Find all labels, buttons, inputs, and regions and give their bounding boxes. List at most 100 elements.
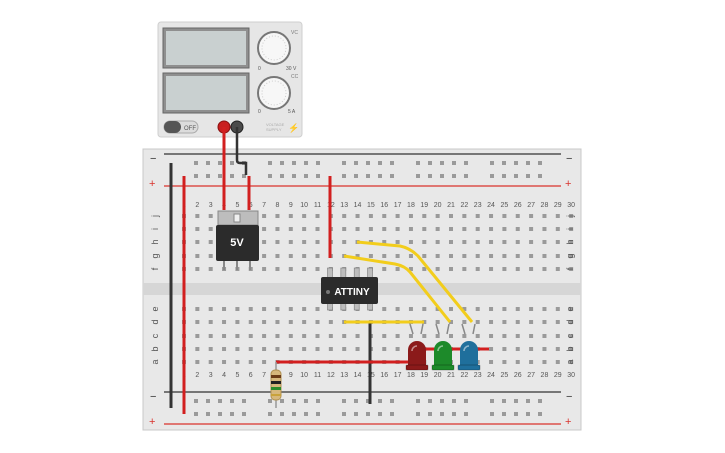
breadboard-hole[interactable]	[288, 267, 293, 271]
rail-hole[interactable]	[292, 174, 296, 178]
breadboard-hole[interactable]	[475, 267, 480, 271]
rail-hole[interactable]	[490, 399, 494, 403]
breadboard-hole[interactable]	[515, 214, 520, 218]
breadboard-hole[interactable]	[435, 307, 440, 311]
breadboard-hole[interactable]	[542, 360, 547, 364]
breadboard-hole[interactable]	[502, 254, 507, 258]
breadboard-hole[interactable]	[542, 214, 547, 218]
breadboard-hole[interactable]	[529, 214, 534, 218]
breadboard-hole[interactable]	[275, 347, 280, 351]
breadboard-hole[interactable]	[489, 347, 494, 351]
rail-hole[interactable]	[342, 174, 346, 178]
led-red[interactable]	[405, 323, 429, 371]
rail-hole[interactable]	[268, 399, 272, 403]
breadboard-hole[interactable]	[262, 320, 267, 324]
breadboard-hole[interactable]	[542, 347, 547, 351]
breadboard-hole[interactable]	[555, 227, 560, 231]
breadboard-hole[interactable]	[355, 214, 360, 218]
breadboard-hole[interactable]	[408, 227, 413, 231]
rail-hole[interactable]	[378, 174, 382, 178]
breadboard-hole[interactable]	[542, 240, 547, 244]
rail-hole[interactable]	[366, 412, 370, 416]
breadboard-hole[interactable]	[475, 240, 480, 244]
breadboard-hole[interactable]	[489, 240, 494, 244]
breadboard-hole[interactable]	[555, 240, 560, 244]
rail-hole[interactable]	[440, 161, 444, 165]
breadboard-hole[interactable]	[569, 214, 574, 218]
breadboard-hole[interactable]	[302, 320, 307, 324]
rail-hole[interactable]	[268, 412, 272, 416]
breadboard-hole[interactable]	[328, 347, 333, 351]
breadboard-hole[interactable]	[208, 320, 213, 324]
breadboard-hole[interactable]	[502, 307, 507, 311]
breadboard-hole[interactable]	[422, 307, 427, 311]
rail-hole[interactable]	[526, 161, 530, 165]
rail-hole[interactable]	[292, 399, 296, 403]
rail-hole[interactable]	[230, 412, 234, 416]
breadboard-hole[interactable]	[569, 307, 574, 311]
rail-hole[interactable]	[280, 412, 284, 416]
rail-hole[interactable]	[206, 412, 210, 416]
breadboard-hole[interactable]	[489, 307, 494, 311]
breadboard-hole[interactable]	[315, 267, 320, 271]
breadboard-hole[interactable]	[275, 254, 280, 258]
breadboard-hole[interactable]	[529, 240, 534, 244]
rail-hole[interactable]	[378, 412, 382, 416]
rail-hole[interactable]	[538, 161, 542, 165]
rail-hole[interactable]	[206, 399, 210, 403]
breadboard-hole[interactable]	[555, 267, 560, 271]
breadboard-hole[interactable]	[382, 254, 387, 258]
breadboard-hole[interactable]	[555, 334, 560, 338]
breadboard-hole[interactable]	[555, 347, 560, 351]
breadboard-hole[interactable]	[195, 307, 200, 311]
breadboard-hole[interactable]	[222, 320, 227, 324]
breadboard-hole[interactable]	[195, 227, 200, 231]
breadboard-hole[interactable]	[408, 267, 413, 271]
breadboard-hole[interactable]	[542, 227, 547, 231]
breadboard-hole[interactable]	[262, 240, 267, 244]
breadboard-hole[interactable]	[368, 227, 373, 231]
breadboard-hole[interactable]	[435, 334, 440, 338]
rail-hole[interactable]	[280, 399, 284, 403]
rail-hole[interactable]	[280, 174, 284, 178]
breadboard-hole[interactable]	[395, 254, 400, 258]
rail-hole[interactable]	[452, 174, 456, 178]
rail-hole[interactable]	[206, 174, 210, 178]
breadboard-hole[interactable]	[408, 214, 413, 218]
breadboard-hole[interactable]	[569, 254, 574, 258]
rail-hole[interactable]	[538, 399, 542, 403]
rail-hole[interactable]	[242, 174, 246, 178]
breadboard-hole[interactable]	[422, 240, 427, 244]
breadboard-hole[interactable]	[462, 320, 467, 324]
breadboard-hole[interactable]	[302, 267, 307, 271]
rail-hole[interactable]	[206, 161, 210, 165]
breadboard-hole[interactable]	[489, 267, 494, 271]
rail-hole[interactable]	[514, 399, 518, 403]
breadboard-hole[interactable]	[502, 267, 507, 271]
breadboard-hole[interactable]	[462, 227, 467, 231]
breadboard-hole[interactable]	[529, 307, 534, 311]
breadboard-hole[interactable]	[275, 334, 280, 338]
rail-hole[interactable]	[242, 399, 246, 403]
rail-hole[interactable]	[440, 399, 444, 403]
breadboard-hole[interactable]	[302, 334, 307, 338]
breadboard-hole[interactable]	[475, 214, 480, 218]
breadboard-hole[interactable]	[208, 254, 213, 258]
breadboard-hole[interactable]	[235, 307, 240, 311]
breadboard-hole[interactable]	[288, 254, 293, 258]
breadboard-hole[interactable]	[502, 320, 507, 324]
breadboard-hole[interactable]	[302, 307, 307, 311]
rail-hole[interactable]	[304, 161, 308, 165]
breadboard-hole[interactable]	[502, 214, 507, 218]
breadboard-hole[interactable]	[222, 360, 227, 364]
breadboard-hole[interactable]	[449, 240, 453, 244]
rail-hole[interactable]	[502, 174, 506, 178]
breadboard-hole[interactable]	[502, 360, 507, 364]
breadboard-hole[interactable]	[262, 360, 267, 364]
breadboard-hole[interactable]	[449, 227, 453, 231]
breadboard-hole[interactable]	[262, 267, 267, 271]
breadboard-hole[interactable]	[395, 214, 400, 218]
rail-hole[interactable]	[502, 399, 506, 403]
rail-hole[interactable]	[292, 412, 296, 416]
rail-hole[interactable]	[464, 399, 468, 403]
